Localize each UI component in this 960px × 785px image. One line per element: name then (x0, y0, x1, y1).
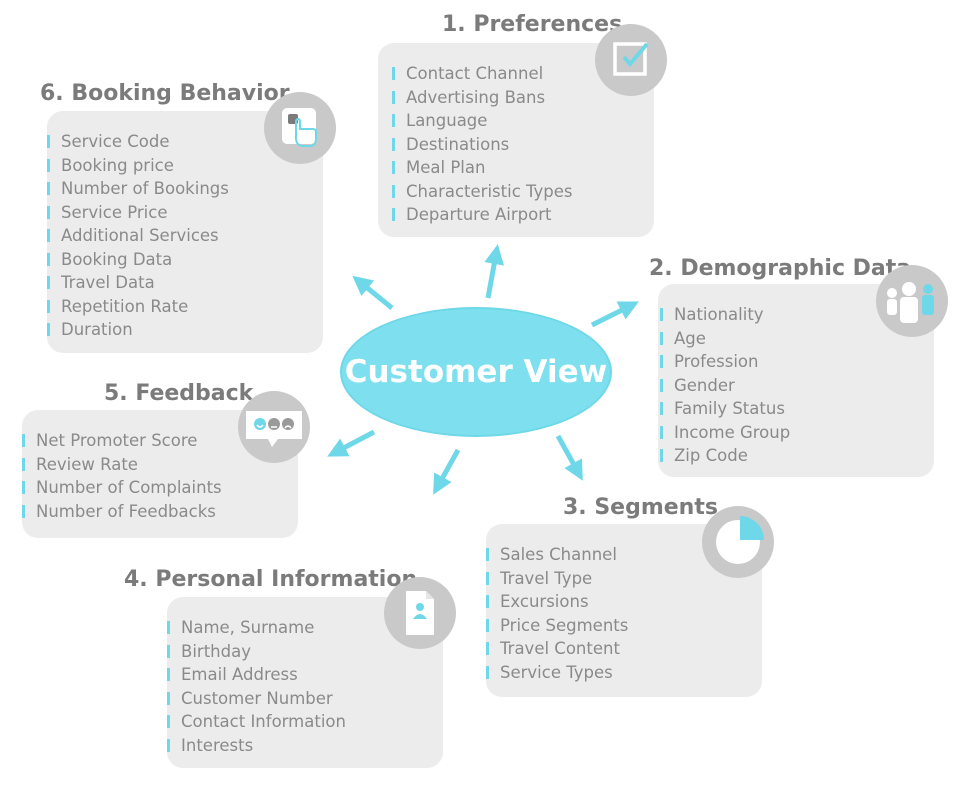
list-item: Age (660, 327, 934, 351)
preferences-title: 1. Preferences (442, 12, 623, 37)
demographic-panel: Nationality Age Profession Gender Family… (658, 284, 934, 477)
list-item: Name, Surname (167, 616, 443, 640)
list-item: Service Types (486, 661, 762, 685)
demographic-list: Nationality Age Profession Gender Family… (660, 303, 934, 468)
list-item: Sales Channel (486, 543, 762, 567)
segments-title: 3. Segments (563, 495, 718, 520)
list-item: Price Segments (486, 614, 762, 638)
list-item: Review Rate (22, 453, 298, 477)
list-item: Service Code (47, 130, 323, 154)
list-item: Repetition Rate (47, 295, 323, 319)
list-item: Travel Type (486, 567, 762, 591)
customer-view-ellipse: Customer View (340, 307, 612, 437)
list-item: Nationality (660, 303, 934, 327)
personal-list: Name, Surname Birthday Email Address Cus… (167, 616, 443, 757)
list-item: Travel Content (486, 637, 762, 661)
arrow-to-booking (352, 275, 394, 310)
list-item: Advertising Bans (392, 86, 654, 110)
list-item: Language (392, 109, 654, 133)
list-item: Gender (660, 374, 934, 398)
segments-list: Sales Channel Travel Type Excursions Pri… (486, 543, 762, 684)
list-item: Booking price (47, 154, 323, 178)
list-item: Contact Information (167, 710, 443, 734)
arrow-to-feedback (327, 429, 376, 457)
list-item: Departure Airport (392, 203, 654, 227)
list-item: Customer Number (167, 687, 443, 711)
feedback-list: Net Promoter Score Review Rate Number of… (22, 429, 298, 523)
booking-title: 6. Booking Behavior (40, 81, 290, 106)
list-item: Travel Data (47, 271, 323, 295)
list-item: Number of Complaints (22, 476, 298, 500)
list-item: Income Group (660, 421, 934, 445)
people-icon (876, 265, 948, 337)
list-item: Birthday (167, 640, 443, 664)
list-item: Additional Services (47, 224, 323, 248)
center-label: Customer View (344, 354, 608, 390)
list-item: Zip Code (660, 444, 934, 468)
personal-title: 4. Personal Information (124, 567, 418, 592)
list-item: Service Price (47, 201, 323, 225)
arrow-to-preferences (484, 244, 505, 299)
booking-list: Service Code Booking price Number of Boo… (47, 130, 323, 342)
document-person-icon (384, 577, 456, 649)
pie-chart-icon (702, 506, 774, 578)
list-item: Number of Feedbacks (22, 500, 298, 524)
list-item: Excursions (486, 590, 762, 614)
list-item: Interests (167, 734, 443, 758)
list-item: Booking Data (47, 248, 323, 272)
list-item: Net Promoter Score (22, 429, 298, 453)
list-item: Email Address (167, 663, 443, 687)
arrow-to-segments (555, 434, 583, 481)
list-item: Family Status (660, 397, 934, 421)
touch-screen-icon (264, 92, 336, 164)
list-item: Destinations (392, 133, 654, 157)
arrow-to-demographic (590, 301, 639, 328)
list-item: Profession (660, 350, 934, 374)
list-item: Characteristic Types (392, 180, 654, 204)
preferences-list: Contact Channel Advertising Bans Languag… (392, 62, 654, 227)
arrow-to-personal (433, 448, 461, 495)
smileys-icon (238, 391, 310, 463)
list-item: Number of Bookings (47, 177, 323, 201)
checkbox-icon (595, 24, 667, 96)
demographic-title: 2. Demographic Data (649, 256, 912, 281)
list-item: Duration (47, 318, 323, 342)
feedback-title: 5. Feedback (104, 381, 254, 406)
list-item: Contact Channel (392, 62, 654, 86)
list-item: Meal Plan (392, 156, 654, 180)
